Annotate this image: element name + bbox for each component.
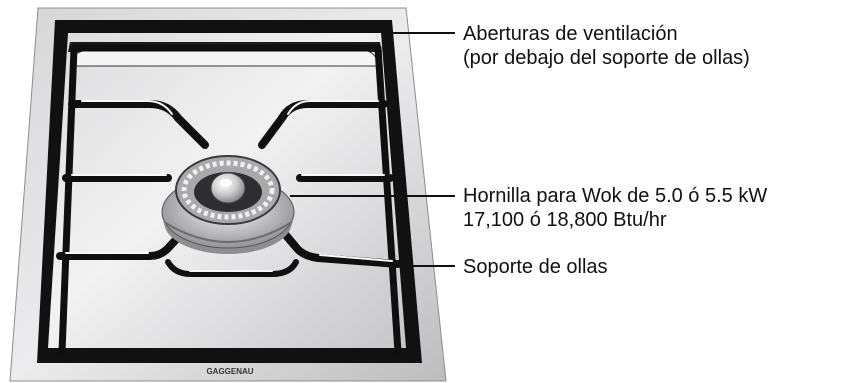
grate-highlights (65, 100, 393, 272)
callout-vents-line2: (por debajo del soporte de ollas) (463, 47, 750, 69)
callout-wok-burner: Hornilla para Wok de 5.0 ó 5.5 kW 17,100… (463, 184, 767, 232)
callout-burner-line1: Hornilla para Wok de 5.0 ó 5.5 kW (463, 185, 768, 207)
callout-pot-grate: Soporte de ollas (463, 255, 608, 279)
callout-ventilation-openings: Aberturas de ventilación (por debajo del… (463, 22, 750, 70)
brand-logo: GAGGENAU (206, 367, 253, 376)
callout-burner-line2: 17,100 ó 18,800 Btu/hr (463, 209, 667, 231)
callout-vents-line1: Aberturas de ventilación (463, 23, 678, 45)
wok-burner (161, 155, 295, 254)
callout-grate-line1: Soporte de ollas (463, 256, 608, 278)
leader-lines (290, 32, 455, 267)
